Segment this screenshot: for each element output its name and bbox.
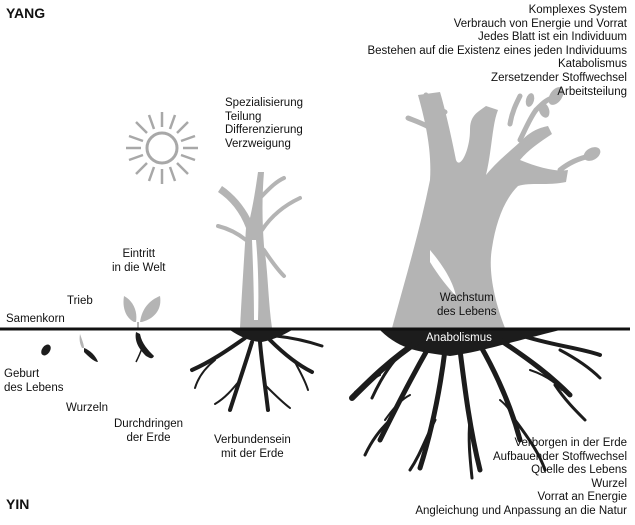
large-tree [349,87,602,480]
specialization-item: Teilung [225,110,262,123]
yang-item: Jedes Blatt ist ein Individuum [478,31,627,44]
yang-item: Komplexes System [528,4,627,16]
yang-item: Arbeitsteilung [557,85,627,98]
stage-label-wurzeln: Wurzeln [66,402,108,414]
sprout-icon [123,296,161,363]
sun-icon [126,112,198,184]
large-tree-branches [405,92,593,173]
yin-item: Aufbauender Stoffwechsel [492,450,627,463]
large-tree-roots [349,330,602,480]
stage-label-wachstum: Wachstum des Lebens [437,292,497,318]
yang-item: Zersetzender Stoffwechsel [491,71,627,84]
stage-label-geburt: Geburt des Lebens [4,368,64,394]
specialization-list: Spezialisierung Teilung Differenzierung … [225,97,303,151]
stage-label-eintritt: Eintritt in die Welt [112,248,166,274]
young-tree [190,172,324,412]
yang-characteristics-list: Komplexes System Verbrauch von Energie u… [367,4,627,99]
stage-label-anabolismus: Anabolismus [426,332,492,344]
yang-label: YANG [6,5,46,21]
yin-item: Verborgen in der Erde [514,437,627,449]
large-tree-light-patch [430,250,456,296]
yin-item: Vorrat an Energie [537,491,627,504]
seed-icons [41,334,98,362]
yin-item: Wurzel [591,477,627,490]
specialization-item: Differenzierung [225,124,303,137]
specialization-item: Spezialisierung [225,97,303,109]
stage-label-trieb: Trieb [67,295,93,307]
yang-item: Bestehen auf die Existenz eines jeden In… [367,44,627,57]
stage-label-samenkorn: Samenkorn [6,313,65,325]
yin-item: Angleichung und Anpassung an die Natur [415,504,627,517]
leaf-icons [525,87,601,161]
young-tree-highlight [252,240,259,320]
yin-item: Quelle des Lebens [531,464,627,477]
yang-item: Verbrauch von Energie und Vorrat [453,17,627,30]
specialization-item: Verzweigung [225,137,291,150]
stage-label-durchdringen: Durchdringen der Erde [114,418,184,444]
young-tree-trunk [218,172,272,328]
yin-characteristics-list: Verborgen in der Erde Aufbauender Stoffw… [415,437,627,519]
young-tree-roots [190,330,324,412]
yang-item: Katabolismus [557,58,627,71]
stage-label-verbundensein: Verbundensein mit der Erde [214,434,291,460]
yin-label: YIN [6,496,30,512]
